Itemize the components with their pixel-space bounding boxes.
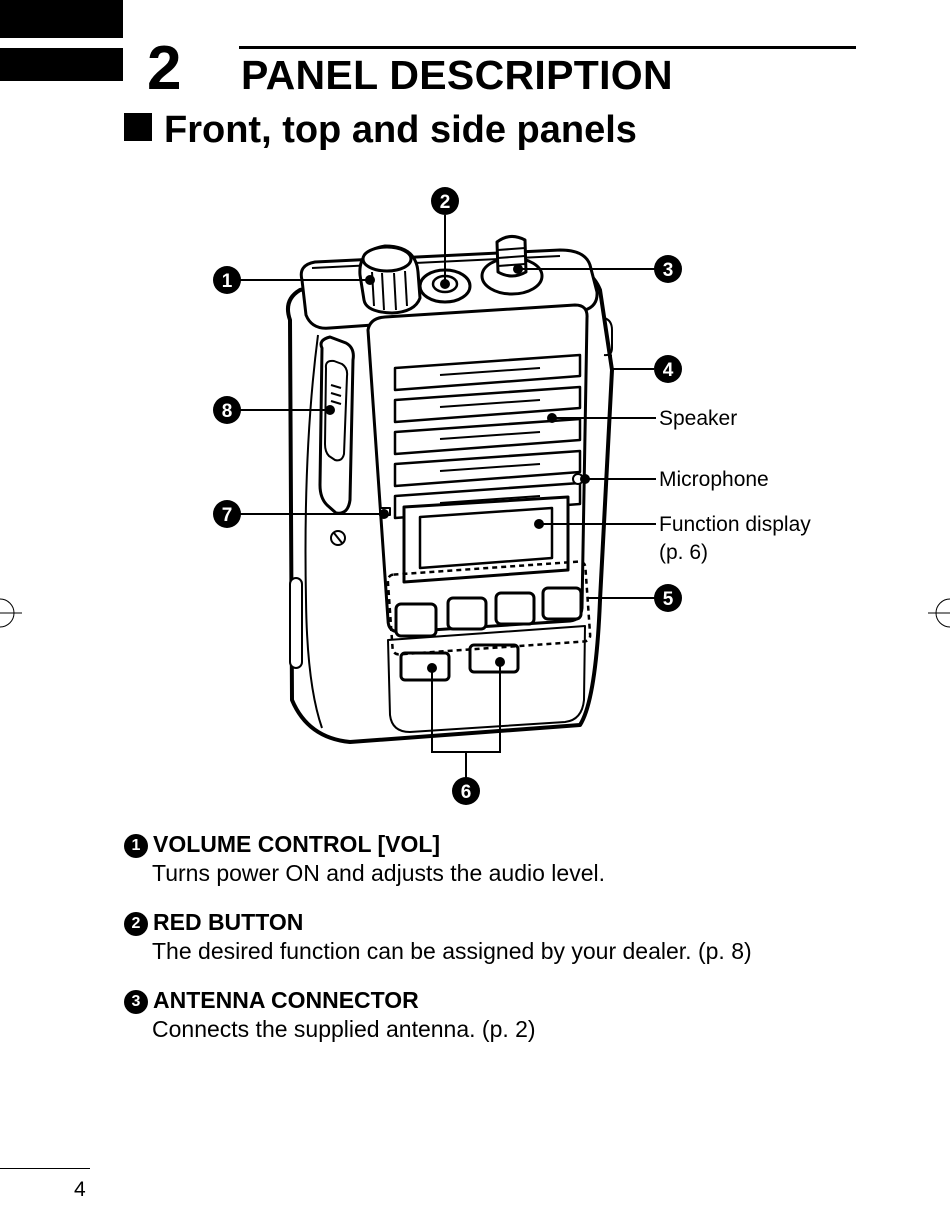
chapter-title: PANEL DESCRIPTION bbox=[241, 52, 673, 98]
svg-text:2: 2 bbox=[440, 192, 451, 213]
section-square-icon bbox=[124, 113, 152, 141]
callout-2: 2 bbox=[431, 187, 459, 215]
svg-text:4: 4 bbox=[663, 360, 674, 381]
svg-text:7: 7 bbox=[222, 505, 233, 526]
svg-text:1: 1 bbox=[222, 271, 233, 292]
function-display-label: Function display bbox=[659, 513, 811, 536]
radio-diagram: 1 2 3 4 5 6 7 8 Speaker Microphone Funct… bbox=[0, 187, 950, 805]
callout-1: 1 bbox=[213, 266, 241, 294]
callout-7: 7 bbox=[213, 500, 241, 528]
description-text: Connects the supplied antenna. (p. 2) bbox=[152, 1016, 536, 1042]
description-heading: ANTENNA CONNECTOR bbox=[153, 987, 419, 1013]
registration-mark-right bbox=[928, 598, 950, 628]
chapter-tab-top bbox=[0, 0, 123, 38]
keys-group-outline bbox=[386, 560, 592, 656]
svg-text:5: 5 bbox=[663, 589, 674, 610]
section-title: Front, top and side panels bbox=[124, 109, 637, 152]
leader-dots bbox=[325, 264, 590, 673]
description-heading: RED BUTTON bbox=[153, 909, 304, 935]
registration-mark-left bbox=[0, 598, 22, 628]
microphone-label: Microphone bbox=[659, 468, 769, 491]
svg-text:3: 3 bbox=[663, 260, 674, 281]
function-display-page-ref: (p. 6) bbox=[659, 541, 708, 564]
callout-5: 5 bbox=[654, 584, 682, 612]
radio-illustration bbox=[286, 235, 614, 744]
description-heading: VOLUME CONTROL [VOL] bbox=[153, 831, 441, 857]
callout-6: 6 bbox=[452, 777, 480, 805]
page-number: 4 bbox=[74, 1178, 86, 1201]
chapter-tab-bottom bbox=[0, 48, 123, 81]
speaker-label: Speaker bbox=[659, 407, 737, 430]
number-badge: 3 bbox=[124, 990, 148, 1014]
callout-3: 3 bbox=[654, 255, 682, 283]
callout-4: 4 bbox=[654, 355, 682, 383]
footer-rule bbox=[0, 1168, 90, 1169]
number-badge: 2 bbox=[124, 912, 148, 936]
leader-lines bbox=[240, 215, 656, 778]
description-text: Turns power ON and adjusts the audio lev… bbox=[152, 860, 606, 886]
chapter-number: 2 bbox=[147, 34, 182, 103]
title-rule bbox=[239, 46, 856, 49]
svg-text:6: 6 bbox=[461, 782, 472, 803]
number-badge: 1 bbox=[124, 834, 148, 858]
section-title-text: Front, top and side panels bbox=[164, 109, 637, 151]
description-text: The desired function can be assigned by … bbox=[152, 938, 752, 964]
callout-8: 8 bbox=[213, 396, 241, 424]
svg-text:8: 8 bbox=[222, 401, 233, 422]
